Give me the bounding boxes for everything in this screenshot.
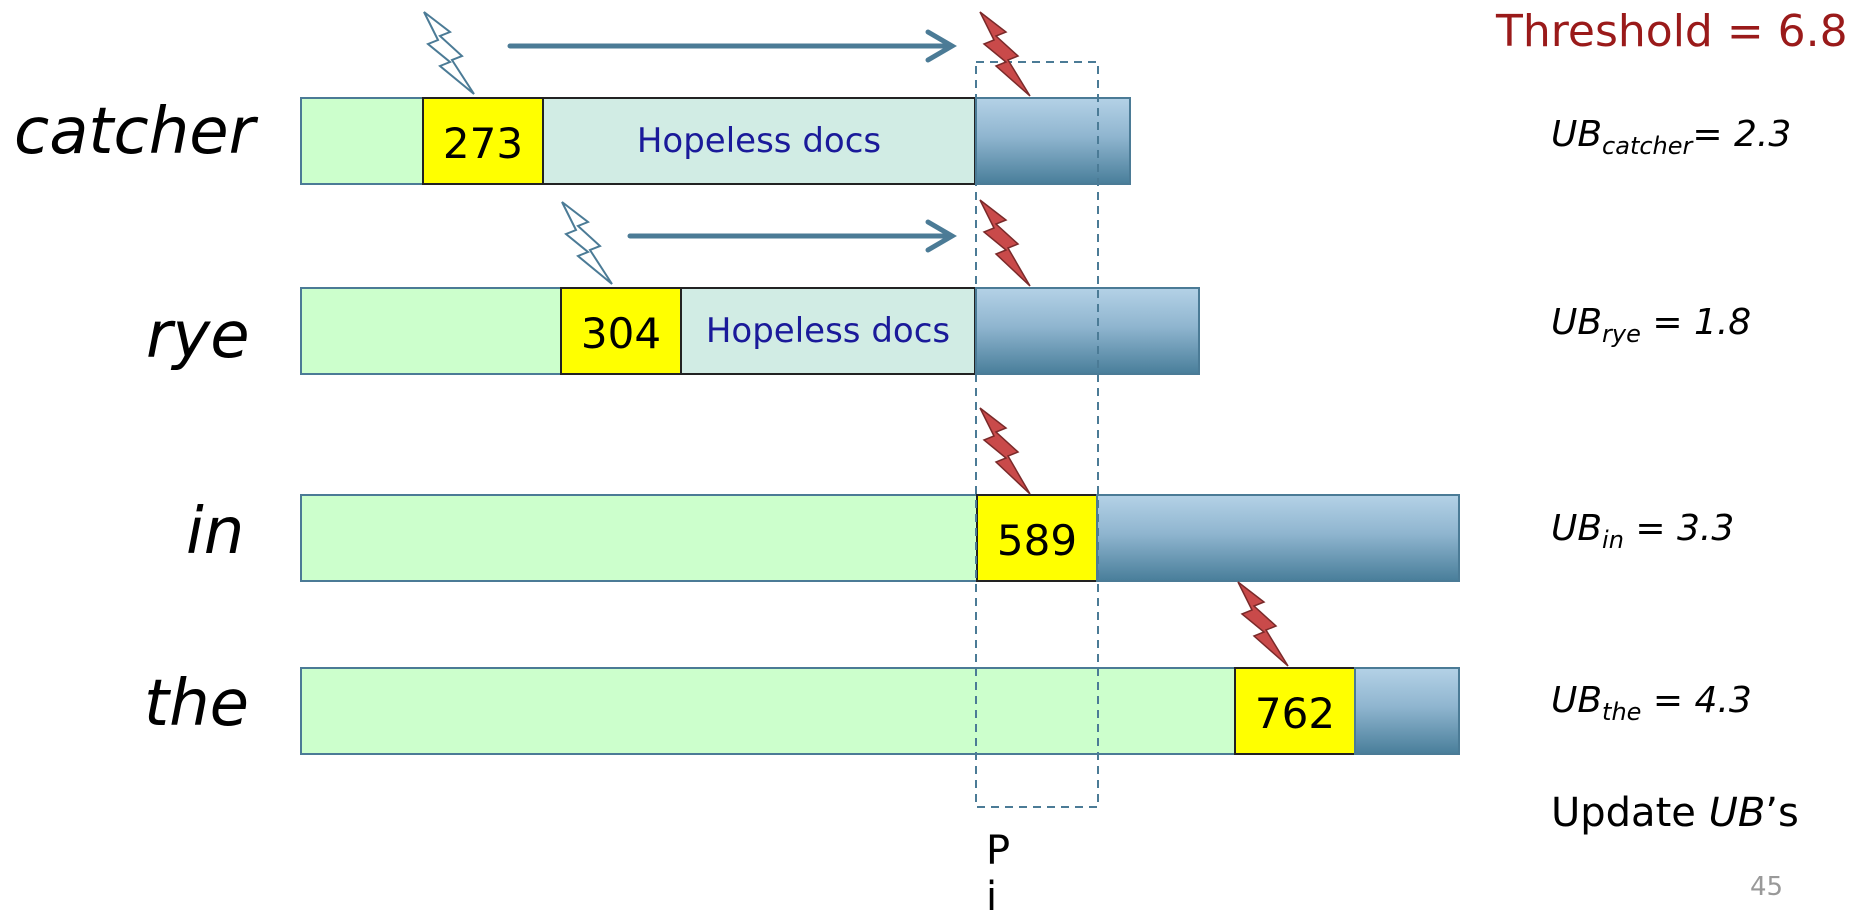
ub-subscript: the: [1602, 698, 1642, 726]
update-suffix: ’s: [1765, 790, 1799, 836]
ub-prefix: UB: [1551, 680, 1603, 721]
update-prefix: Update: [1551, 790, 1709, 836]
remaining-segment: [975, 97, 1131, 185]
threshold-label: Threshold = 6.8: [1496, 6, 1848, 57]
ub-value: = 3.3: [1623, 508, 1735, 549]
upper-bound-in: UBin = 3.3: [1551, 508, 1734, 554]
hopeless-docs-segment: Hopeless docs: [680, 287, 976, 375]
ub-subscript: catcher: [1602, 132, 1693, 160]
upper-bound-rye: UBrye = 1.8: [1551, 302, 1751, 348]
upper-bound-catcher: UBcatcher= 2.3: [1551, 114, 1791, 160]
pivot-dashed-box: [975, 61, 1099, 808]
remaining-segment: [1354, 667, 1460, 755]
hopeless-docs-segment: Hopeless docs: [542, 97, 976, 185]
update-ub-caption: Update UB’s: [1551, 790, 1799, 836]
upper-bound-the: UBthe = 4.3: [1551, 680, 1752, 726]
term-in: in: [186, 495, 245, 569]
ub-subscript: rye: [1602, 320, 1641, 348]
update-emph: UB: [1708, 790, 1766, 836]
ub-value: = 4.3: [1641, 680, 1752, 721]
lightning-bolt-red-icon: [979, 407, 1031, 495]
remaining-segment: [1096, 494, 1460, 582]
current-doc-cell: 589: [976, 494, 1098, 582]
lightning-bolt-red-icon: [979, 11, 1031, 97]
processed-segment: [300, 494, 978, 582]
pivot-label: Pi: [986, 828, 1011, 920]
processed-segment: [300, 97, 424, 185]
ub-prefix: UB: [1551, 302, 1603, 343]
ub-value: = 1.8: [1640, 302, 1752, 343]
right-arrow-icon: [507, 29, 957, 63]
term-the: the: [144, 667, 250, 741]
current-doc-cell: 762: [1234, 667, 1356, 755]
ub-prefix: UB: [1551, 114, 1603, 155]
lightning-bolt-outline-icon: [423, 11, 475, 95]
lightning-bolt-outline-icon: [561, 201, 613, 285]
processed-segment: [300, 287, 562, 375]
remaining-segment: [975, 287, 1200, 375]
lightning-bolt-red-icon: [979, 199, 1031, 287]
ub-subscript: in: [1602, 526, 1624, 554]
term-rye: rye: [146, 299, 250, 373]
right-arrow-icon: [627, 219, 957, 253]
lightning-bolt-red-icon: [1237, 581, 1289, 667]
term-catcher: catcher: [14, 95, 255, 169]
processed-segment: [300, 667, 1236, 755]
ub-prefix: UB: [1551, 508, 1603, 549]
ub-value: = 2.3: [1692, 114, 1792, 155]
current-doc-cell: 304: [560, 287, 682, 375]
page-number: 45: [1750, 872, 1784, 902]
